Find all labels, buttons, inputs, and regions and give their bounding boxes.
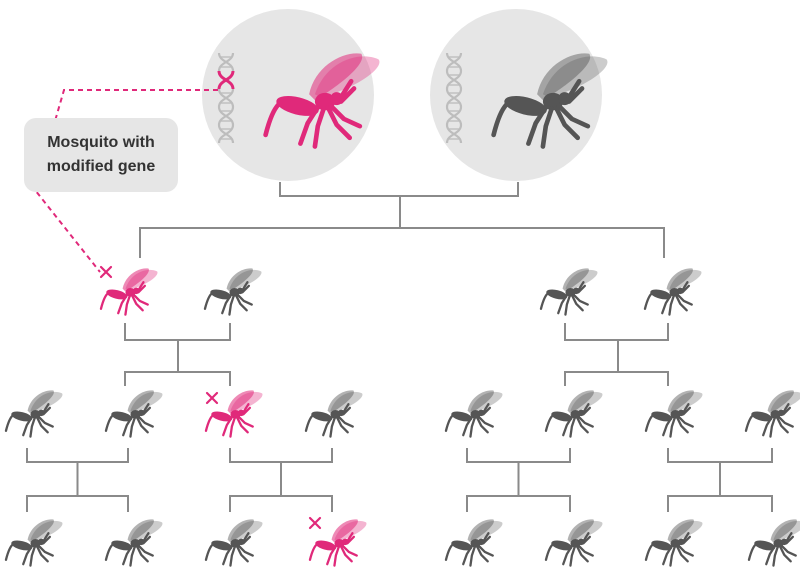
family-tree-lines	[26, 182, 773, 512]
gen3-branch-3	[466, 495, 571, 512]
parent-modified-dna-helix-icon	[217, 52, 235, 144]
gen3-2-mosquito-icon	[104, 519, 163, 567]
gen2-pair-2	[229, 448, 333, 463]
gen1-a-x-marker-icon	[99, 265, 113, 279]
gen2-5-mosquito-icon	[444, 390, 503, 438]
gen1-b-mosquito-icon	[203, 268, 262, 316]
parent-normal-dna-helix-icon	[445, 52, 463, 144]
gen3-7-mosquito-icon	[644, 519, 703, 567]
parent-circles	[202, 9, 608, 181]
gen2-7-mosquito-icon	[644, 390, 703, 438]
gen3-4-x-marker-icon	[308, 516, 322, 530]
gen1-a-mosquito-icon	[99, 268, 158, 316]
modified-gene-callout: Mosquito with modified gene	[24, 118, 178, 192]
gen3-3-mosquito-icon	[204, 519, 263, 567]
gen2-pair-1	[26, 448, 129, 463]
parents-connector	[279, 182, 519, 197]
gen2-1-mosquito-icon	[4, 390, 63, 438]
callout-connector-line	[33, 89, 218, 273]
gen2-6-mosquito-icon	[544, 390, 603, 438]
parent-normal-circle	[430, 9, 602, 181]
gen3-branch-1	[26, 495, 129, 512]
gen2-right-branch	[564, 371, 669, 386]
gen3-4-mosquito-icon	[308, 519, 367, 567]
callout-line-1: Mosquito with	[47, 134, 155, 151]
parent-modified-circle	[202, 9, 374, 181]
gen3-8-mosquito-icon	[747, 519, 800, 567]
gen1-branch	[139, 227, 665, 258]
gen1-d-mosquito-icon	[643, 268, 702, 316]
gen3-1-mosquito-icon	[4, 519, 63, 567]
gen2-3-mosquito-icon	[204, 390, 263, 438]
callout-line-2: modified gene	[46, 158, 156, 175]
mosquito-layer	[4, 265, 800, 567]
gen1-right-pair	[564, 323, 669, 341]
gen1-left-pair	[124, 323, 231, 341]
gen2-8-mosquito-icon	[744, 390, 800, 438]
gen2-3-x-marker-icon	[205, 391, 219, 405]
parent-normal-mosquito-icon	[491, 53, 608, 149]
gen3-branch-2	[229, 495, 333, 512]
gen2-4-mosquito-icon	[304, 390, 363, 438]
gen3-6-mosquito-icon	[544, 519, 603, 567]
gen3-5-mosquito-icon	[444, 519, 503, 567]
gen2-pair-3	[466, 448, 571, 463]
gen2-pair-4	[667, 448, 773, 463]
gen3-branch-4	[667, 495, 773, 512]
gen2-2-mosquito-icon	[104, 390, 163, 438]
gen2-left-branch	[124, 371, 231, 386]
gen1-c-mosquito-icon	[539, 268, 598, 316]
parent-modified-mosquito-icon	[263, 53, 380, 149]
